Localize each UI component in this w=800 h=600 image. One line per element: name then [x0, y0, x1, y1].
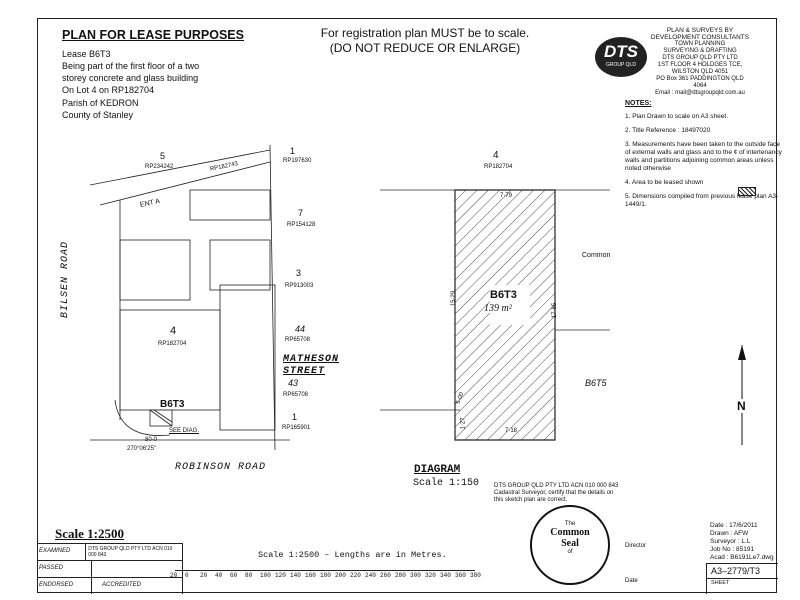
lot-44-ref: RP65708: [285, 337, 311, 343]
notes-heading: NOTES:: [625, 100, 652, 107]
lot-1-bottom: 1: [292, 412, 298, 422]
dim-bottom: 7·18: [505, 428, 518, 434]
dim-top: 7·79: [500, 193, 513, 199]
scale-tick-label: 260: [380, 572, 391, 579]
dts-logo: DTS GROUP QLD: [595, 37, 647, 77]
notes-panel: NOTES: 1. Plan Drawn to scale on A3 shee…: [625, 100, 785, 209]
date-label: Date: [625, 578, 638, 584]
scale-tick-label: 220: [350, 572, 361, 579]
bilsen-road-label: BILSEN ROAD: [60, 240, 71, 318]
dim-left: 15·29: [451, 290, 458, 307]
site-lease-label: B6T3: [160, 399, 185, 410]
scale-tick-label: 60: [230, 572, 238, 579]
certification-text: DTS GROUP QLD PTY LTD ACN 010 000 843 Ca…: [494, 483, 619, 503]
common-label: Common: [582, 252, 611, 259]
diagram-lot: 4: [493, 150, 499, 161]
diagram-title: DIAGRAM: [414, 464, 461, 476]
plan-title: PLAN FOR LEASE PURPOSES: [62, 28, 244, 42]
diagram-lot-ref: RP182704: [484, 164, 513, 170]
sheet-border: [37, 18, 777, 593]
scale-tick-label: 20: [170, 572, 178, 579]
scale-tick-label: 0: [185, 572, 189, 579]
dim-offset: 1·27: [460, 417, 467, 430]
lot-5: 5: [160, 151, 166, 161]
scale-title: Scale 1:2500: [55, 526, 124, 541]
scale-tick-label: 120: [275, 572, 286, 579]
robinson-road-label: ROBINSON ROAD: [175, 462, 267, 473]
dim-right: 17·85: [552, 302, 559, 319]
site-plan-drawing: [90, 144, 290, 451]
north-label: N: [737, 399, 746, 413]
lot-43: 43: [288, 378, 299, 388]
scale-tick-label: 280: [395, 572, 406, 579]
stamp-block: EXAMINED DTS GROUP QLD PTY LTD ACN 010 0…: [37, 543, 183, 594]
diagram-scale: Scale 1:150: [413, 478, 480, 489]
scale-tick-label: 80: [245, 572, 253, 579]
diagram-area: 139 m²: [484, 303, 512, 314]
lot-1-top-ref: RP197630: [283, 158, 312, 164]
scale-tick-label: 340: [440, 572, 451, 579]
lot-1-bottom-ref: RP165901: [282, 425, 311, 431]
matheson-street-label: MATHESON STREET: [283, 354, 340, 377]
scale-tick-label: 320: [425, 572, 436, 579]
hatch-legend-swatch: [738, 187, 756, 196]
scale-tick-label: 240: [365, 572, 376, 579]
scale-tick-label: 20: [200, 572, 208, 579]
scale-tick-label: 200: [335, 572, 346, 579]
director-label: Director: [625, 543, 647, 549]
lot-4-ref: RP182704: [158, 341, 187, 347]
company-details: PLAN & SURVEYS BY DEVELOPMENT CONSULTANT…: [650, 27, 750, 96]
north-arrow-icon: [738, 345, 746, 445]
scale-tick-label: 300: [410, 572, 421, 579]
lot-7-ref: RP154128: [287, 222, 316, 228]
scale-tick-label: 100: [260, 572, 271, 579]
scale-tick-label: 160: [305, 572, 316, 579]
parish-county: Parish of KEDRON County of Stanley: [62, 98, 139, 120]
lot-1-top: 1: [290, 146, 296, 156]
title-block: Date : 17/6/2011 Drawn : AFW Surveyor : …: [710, 522, 774, 561]
lot-3-ref: RP913003: [285, 283, 314, 289]
scale-tick-label: 380: [470, 572, 481, 579]
lot-4: 4: [170, 325, 177, 337]
scale-bar: [175, 563, 475, 571]
common-seal: The Common Seal of: [530, 505, 610, 585]
lease-diagram: [380, 189, 610, 441]
registration-notice: For registration plan MUST be to scale. …: [320, 26, 530, 55]
dim-80: 80·0: [145, 437, 158, 443]
scale-tick-label: 180: [320, 572, 331, 579]
scale-tick-label: 40: [215, 572, 223, 579]
lot-43-ref: RP65708: [283, 392, 309, 398]
diagram-lease-label: B6T3: [490, 289, 517, 301]
lease-description: Lease B6T3 Being part of the first floor…: [62, 49, 200, 95]
lot-3: 3: [296, 268, 302, 278]
scale-caption: Scale 1:2500 – Lengths are in Metres.: [258, 550, 447, 560]
see-diag-label: SEE DIAG.: [169, 428, 200, 434]
scale-tick-label: 360: [455, 572, 466, 579]
plan-number-box: A3–2779/T3 SHEET: [706, 563, 778, 594]
adjacent-lease: B6T5: [585, 378, 607, 388]
bearing-label: 270°06'25": [127, 446, 157, 452]
scale-tick-label: 140: [290, 572, 301, 579]
lot-44: 44: [295, 324, 306, 334]
lot-5-ref: RP234242: [145, 164, 174, 170]
lot-7: 7: [298, 208, 304, 218]
